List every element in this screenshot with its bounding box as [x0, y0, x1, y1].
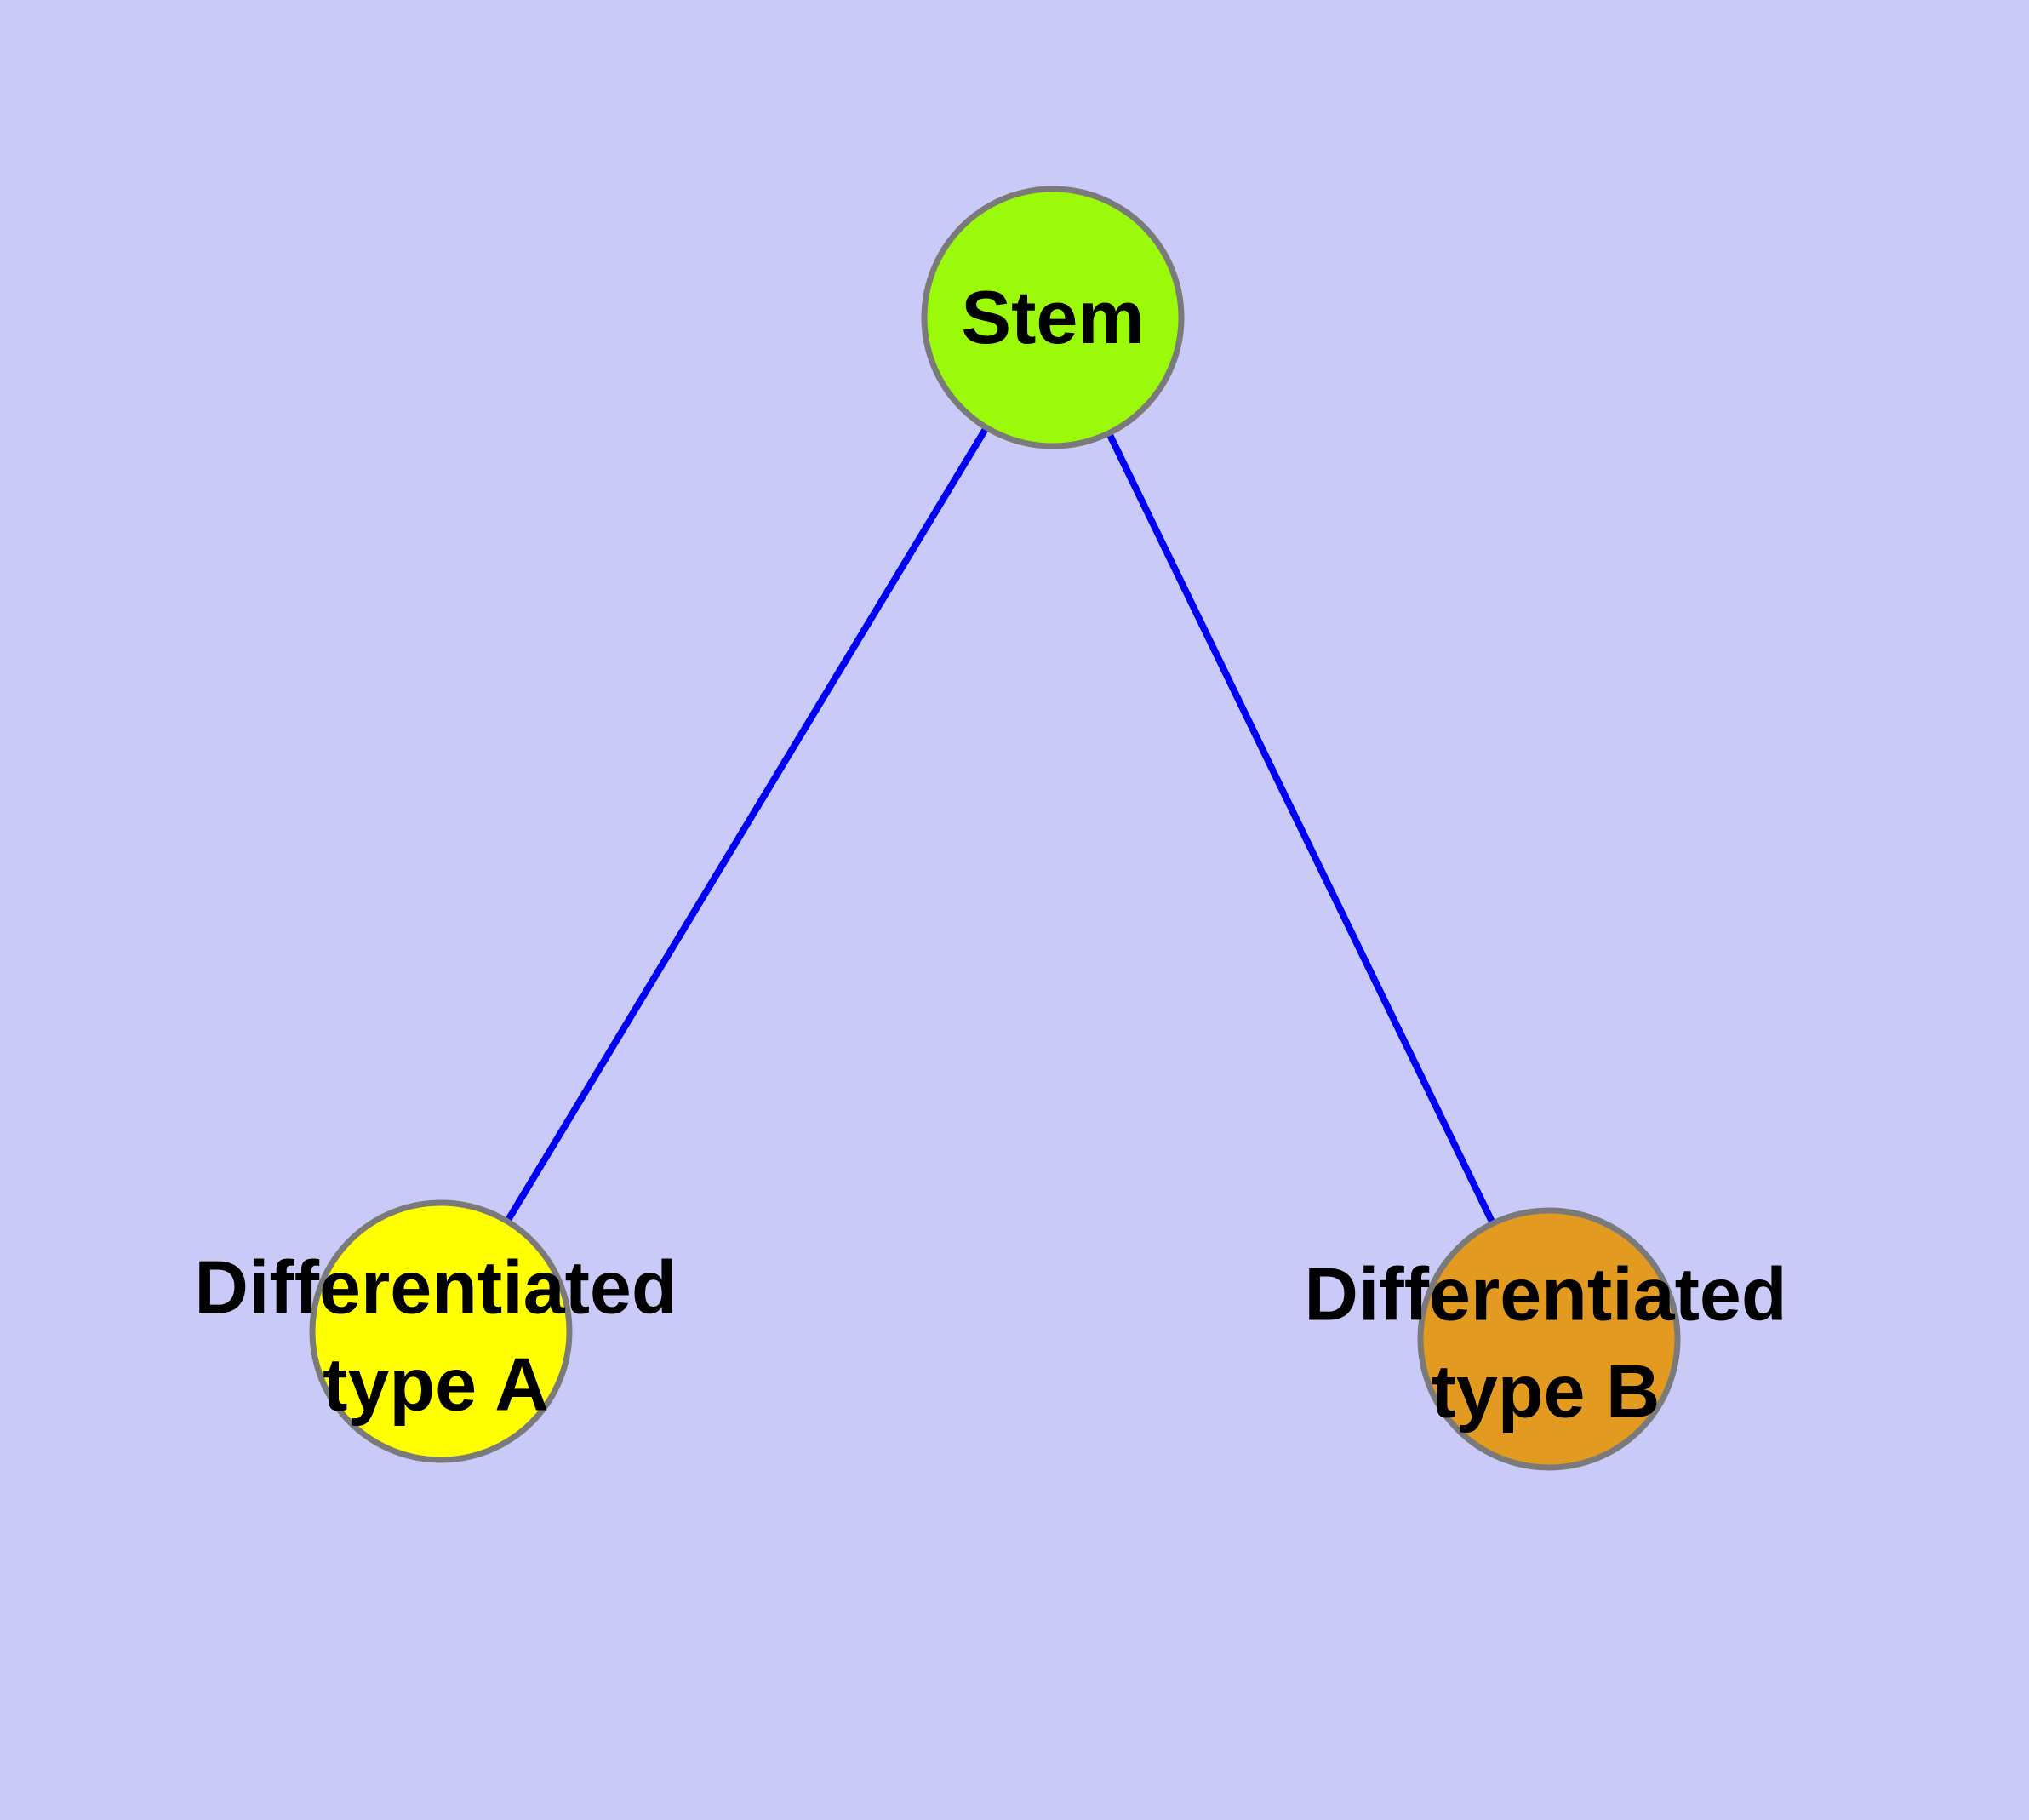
edge-stem-to-type-a [437, 315, 1056, 1334]
edge-stem-to-type-b [1049, 316, 1552, 1341]
stem-node-label: Stem [961, 274, 1145, 359]
differentiated-type-b-node-label: Differentiated type B [1304, 1251, 1787, 1434]
differentiated-type-b-node-circle [1417, 1207, 1681, 1471]
differentiated-type-a-node-circle [309, 1199, 573, 1463]
stem-node-circle [921, 186, 1185, 449]
differentiated-type-a-node-label: Differentiated type A [194, 1245, 677, 1427]
